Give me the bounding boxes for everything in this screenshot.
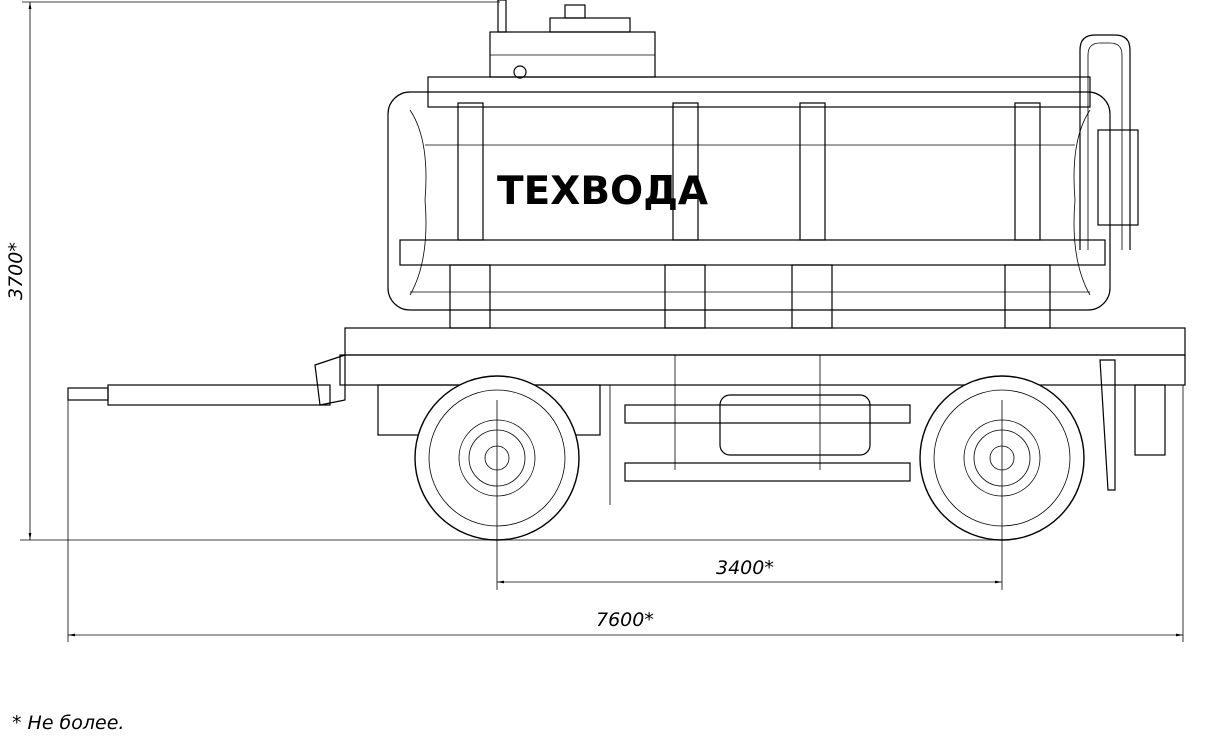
wheelbase-label: 3400* (716, 557, 774, 579)
height-label: 3700* (5, 242, 27, 300)
footnote: * Не более. (12, 712, 125, 734)
length-dimension: 7600* (67, 385, 1184, 642)
wheelbase-dimension: 3400* (496, 400, 1003, 590)
drawbar (67, 354, 346, 406)
tank: ТЕХВОДА (387, 76, 1111, 311)
length-label: 7600* (596, 609, 654, 631)
storage-box (624, 355, 911, 482)
tank-supports (449, 264, 1051, 329)
height-dimension: 3700* (5, 1, 500, 540)
ladder (1079, 34, 1139, 250)
manhole-assembly (489, 0, 656, 79)
tank-label: ТЕХВОДА (497, 169, 708, 214)
